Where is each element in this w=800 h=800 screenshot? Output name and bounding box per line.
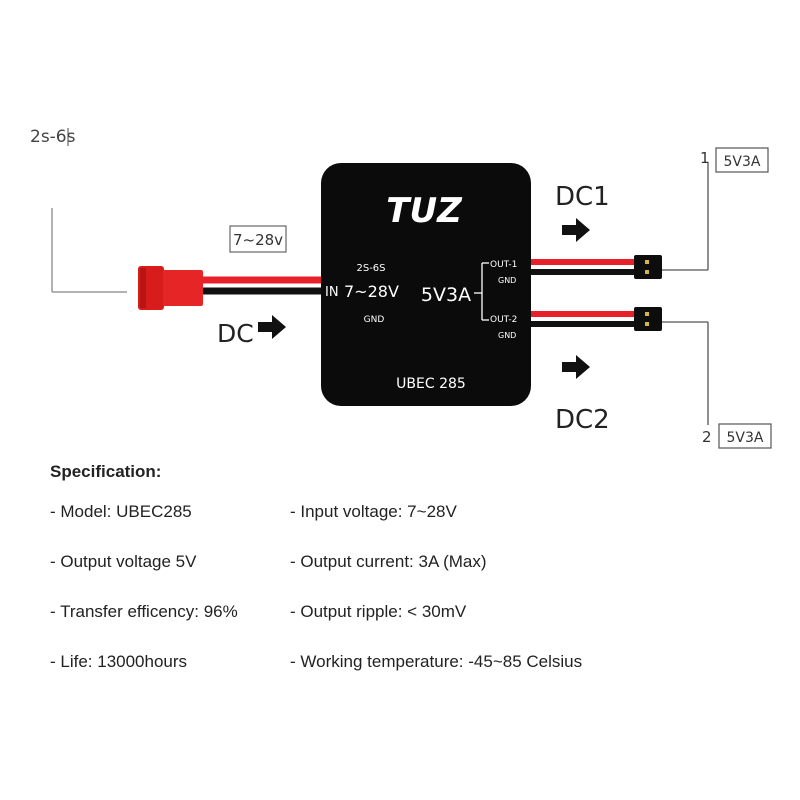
spec-model: - Model: UBEC285 (50, 502, 192, 521)
module-output-rating: 5V3A (421, 284, 471, 306)
spec-row: - Output voltage 5V - Output current: 3A… (50, 552, 750, 602)
input-voltage-label-box (229, 225, 287, 253)
dc2-label: DC2 (555, 405, 610, 435)
spec-row: - Transfer efficency: 96% - Output rippl… (50, 602, 750, 652)
input-note-label: 2s-6s (30, 127, 76, 147)
spec-row: - Life: 13000hours - Working temperature… (50, 652, 750, 702)
spec-output-voltage: - Output voltage 5V (50, 552, 197, 571)
spec-output-ripple: - Output ripple: < 30mV (290, 602, 467, 621)
input-connector (138, 266, 203, 310)
output2-number: 2 (702, 428, 712, 446)
spec-transfer-efficiency: - Transfer efficency: 96% (50, 602, 238, 621)
output1-connector (634, 255, 662, 279)
brand-logo: TUZ (386, 191, 463, 231)
output2-connector (634, 307, 662, 331)
ubec-wiring-diagram: 2s-6s 7~28v DC TUZ 2S-6S IN 7~28V GND 5V… (30, 127, 772, 449)
module-in-gnd: GND (364, 315, 385, 325)
module-model-label: UBEC 285 (396, 376, 466, 392)
dc1-arrow (562, 218, 590, 242)
spec-row: - Model: UBEC285 - Input voltage: 7~28V (50, 502, 750, 552)
output1-rating: 5V3A (724, 154, 761, 170)
module-out1-gnd: GND (498, 276, 516, 285)
dc2-arrow (562, 355, 590, 379)
module-in-label: IN (325, 285, 339, 300)
input-voltage-label: 7~28v (233, 231, 283, 249)
dc-input-label: DC (217, 319, 254, 348)
output1-number: 1 (700, 149, 710, 167)
spec-life: - Life: 13000hours (50, 652, 188, 671)
module-cell-range: 2S-6S (356, 263, 385, 274)
ubec-module-body (321, 163, 531, 406)
output2-rating: 5V3A (727, 430, 764, 446)
output1-rating-box (715, 147, 769, 173)
specification-title: Specification: (50, 462, 162, 481)
spec-working-temperature: - Working temperature: -45~85 Celsius (290, 652, 583, 671)
module-out2-gnd: GND (498, 331, 516, 340)
module-in-voltage: 7~28V (344, 282, 399, 301)
specification-section: Specification: - Model: UBEC285 - Input … (50, 462, 750, 702)
module-out2-label: OUT-2 (490, 315, 517, 325)
spec-output-current: - Output current: 3A (Max) (290, 552, 487, 571)
dc-input-arrow (258, 315, 286, 339)
spec-input-voltage: - Input voltage: 7~28V (290, 502, 457, 521)
dc1-label: DC1 (555, 182, 610, 212)
output2-rating-box (718, 423, 772, 449)
module-out1-label: OUT-1 (490, 260, 517, 270)
